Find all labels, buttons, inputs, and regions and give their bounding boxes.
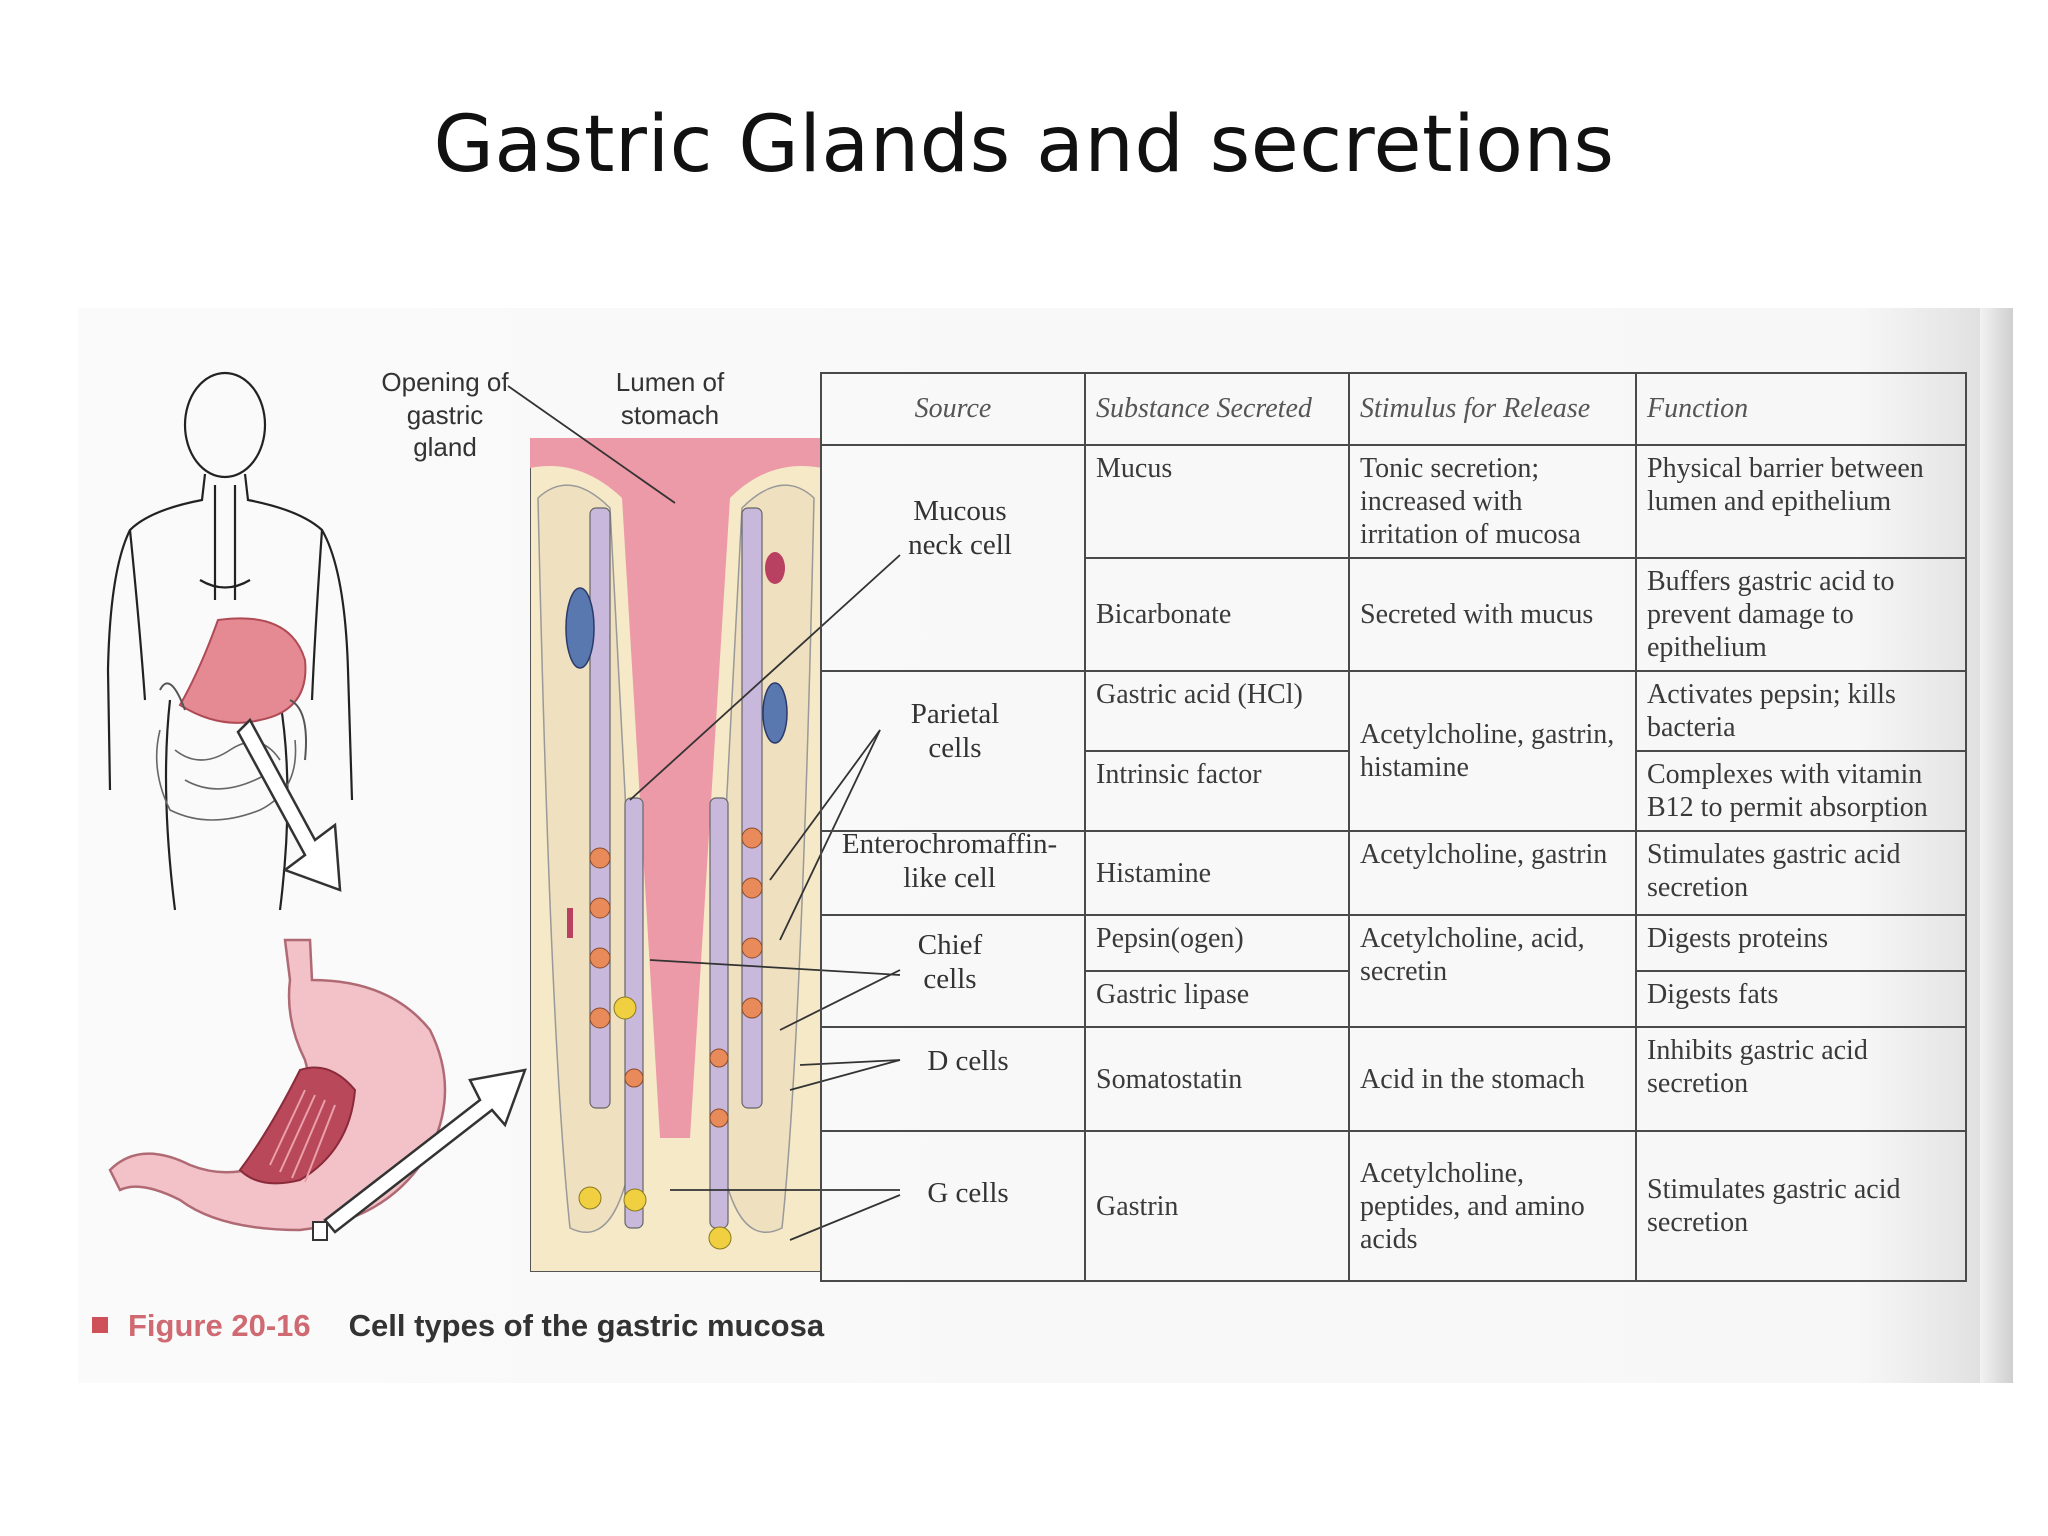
stimulus-cell: Acid in the stomach bbox=[1348, 1026, 1637, 1133]
table-row: Intrinsic factor Complexes with vitamin … bbox=[821, 750, 1967, 833]
stimulus-cell: Acetylcholine, acid, secretin bbox=[1348, 914, 1637, 1029]
function-cell: Digests proteins bbox=[1635, 914, 1967, 973]
gastric-secretions-table: Source Substance Secreted Stimulus for R… bbox=[820, 372, 1967, 1283]
stimulus-cell: Acetylcholine, peptides, and amino acids bbox=[1348, 1130, 1637, 1283]
substance-cell: Mucus bbox=[1084, 443, 1350, 560]
header-substance: Substance Secreted bbox=[1084, 372, 1350, 446]
function-cell: Stimulates gastric acid secretion bbox=[1635, 830, 1967, 917]
figure-number: Figure 20-16 bbox=[128, 1308, 311, 1343]
lumen-label: Lumen of stomach bbox=[615, 367, 725, 430]
table-row: Bicarbonate Secreted with mucus Buffers … bbox=[821, 557, 1967, 673]
caption-square-icon bbox=[92, 1317, 108, 1333]
figure-caption: Figure 20-16 Cell types of the gastric mu… bbox=[92, 1308, 824, 1344]
table-row: Gastrin Acetylcholine, peptides, and ami… bbox=[820, 1130, 1967, 1283]
table-row: Somatostatin Acid in the stomach Inhibit… bbox=[820, 1026, 1967, 1133]
table-row: Pepsin(ogen) Acetylcholine, acid, secret… bbox=[820, 914, 1967, 1029]
header-stimulus: Stimulus for Release bbox=[1348, 372, 1637, 446]
gastric-gland-illustration bbox=[530, 438, 822, 1272]
table-row: Gastric lipase Digests fats bbox=[821, 970, 1967, 1029]
stimulus-cell: Secreted with mucus bbox=[1348, 557, 1637, 673]
stomach-illustration bbox=[108, 938, 527, 1241]
substance-cell: Pepsin(ogen) bbox=[1084, 914, 1350, 973]
caption-text: Cell types of the gastric mucosa bbox=[348, 1308, 825, 1343]
table-header-row: Source Substance Secreted Stimulus for R… bbox=[820, 372, 1967, 446]
substance-cell: Histamine bbox=[1084, 830, 1350, 917]
table-row: Gastric acid (HCl) Acetylcholine, gastri… bbox=[820, 670, 1967, 833]
source-cell bbox=[820, 1130, 1086, 1283]
substance-cell: Gastric acid (HCl) bbox=[1084, 670, 1350, 753]
source-cell bbox=[820, 830, 1086, 917]
function-cell: Inhibits gastric acid secretion bbox=[1635, 1026, 1967, 1133]
slide-title: Gastric Glands and secretions bbox=[433, 100, 1615, 190]
source-cell bbox=[820, 1026, 1086, 1133]
function-cell: Complexes with vitamin B12 to permit abs… bbox=[1635, 750, 1967, 833]
stimulus-cell: Acetylcholine, gastrin bbox=[1348, 830, 1637, 917]
page-edge-shadow bbox=[1980, 308, 2013, 1383]
function-cell: Digests fats bbox=[1635, 970, 1967, 1029]
source-cell bbox=[820, 670, 1086, 833]
substance-cell: Intrinsic factor bbox=[1084, 750, 1350, 833]
source-cell bbox=[820, 443, 1086, 673]
stimulus-cell: Acetylcholine, gastrin, histamine bbox=[1348, 670, 1637, 833]
source-cell bbox=[820, 914, 1086, 1029]
substance-cell: Gastrin bbox=[1084, 1130, 1350, 1283]
function-cell: Stimulates gastric acid secretion bbox=[1635, 1130, 1967, 1283]
function-cell: Buffers gastric acid to prevent damage t… bbox=[1635, 557, 1967, 673]
header-function: Function bbox=[1635, 372, 1967, 446]
table-row: Histamine Acetylcholine, gastrin Stimula… bbox=[820, 830, 1967, 917]
substance-cell: Somatostatin bbox=[1084, 1026, 1350, 1133]
human-body-illustration bbox=[106, 371, 354, 910]
substance-cell: Gastric lipase bbox=[1084, 970, 1350, 1029]
function-cell: Activates pepsin; kills bacteria bbox=[1635, 670, 1967, 753]
substance-cell: Bicarbonate bbox=[1084, 557, 1350, 673]
function-cell: Physical barrier between lumen and epith… bbox=[1635, 443, 1967, 560]
opening-label: Opening of gastric gland bbox=[381, 367, 509, 462]
header-source: Source bbox=[820, 372, 1086, 446]
stimulus-cell: Tonic secretion; increased with irritati… bbox=[1348, 443, 1637, 560]
table-row: Mucus Tonic secretion; increased with ir… bbox=[820, 443, 1967, 673]
